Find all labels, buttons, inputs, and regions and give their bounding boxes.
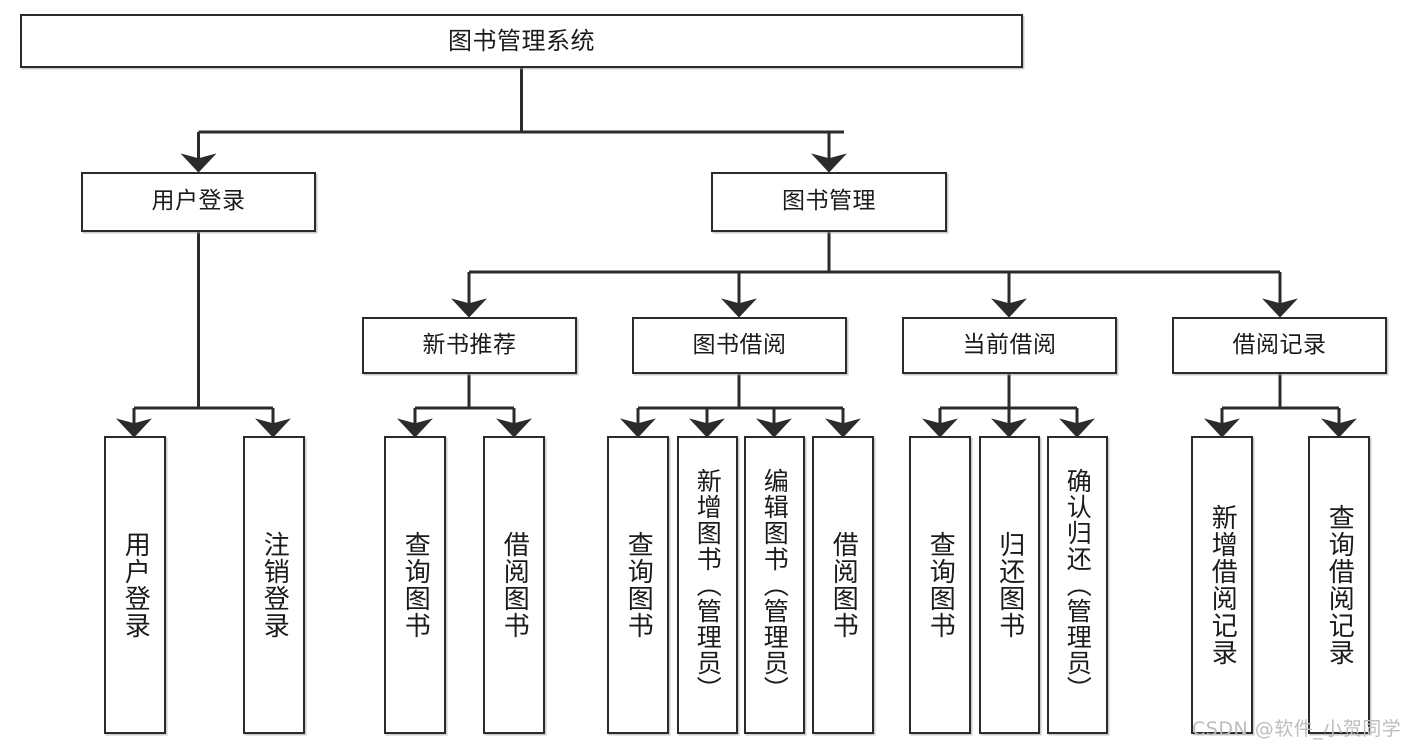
node-leaf-logout[interactable]: 注销登录 [243, 436, 305, 734]
node-label: 借阅图书 [828, 531, 859, 639]
node-label: 归还图书 [994, 531, 1025, 639]
node-leaf-user-login[interactable]: 用户登录 [104, 436, 166, 734]
node-leaf-query-book-3[interactable]: 查询图书 [909, 436, 971, 734]
node-label: 编辑图书（管理员） [760, 468, 790, 702]
node-user-login[interactable]: 用户登录 [81, 172, 316, 232]
node-label: 查询借阅记录 [1324, 504, 1355, 666]
node-root-system[interactable]: 图书管理系统 [20, 14, 1023, 68]
node-leaf-add-borrow-record[interactable]: 新增借阅记录 [1191, 436, 1253, 734]
node-leaf-query-book-2[interactable]: 查询图书 [607, 436, 669, 734]
node-label: 用户登录 [120, 531, 151, 639]
node-label: 新书推荐 [422, 331, 517, 358]
node-leaf-borrow-book-1[interactable]: 借阅图书 [483, 436, 545, 734]
node-new-book-recommend[interactable]: 新书推荐 [362, 317, 577, 374]
node-label: 用户登录 [151, 188, 246, 215]
node-label: 查询图书 [925, 531, 956, 639]
node-label: 当前借阅 [962, 331, 1057, 358]
node-book-borrow[interactable]: 图书借阅 [632, 317, 847, 374]
node-label: 新增图书（管理员） [693, 468, 723, 702]
node-leaf-edit-book-admin[interactable]: 编辑图书（管理员） [744, 436, 805, 734]
node-borrow-record[interactable]: 借阅记录 [1172, 317, 1387, 374]
node-leaf-add-book-admin[interactable]: 新增图书（管理员） [677, 436, 738, 734]
node-leaf-confirm-return-admin[interactable]: 确认归还（管理员） [1047, 436, 1108, 734]
node-label: 查询图书 [400, 531, 431, 639]
node-leaf-query-book-1[interactable]: 查询图书 [384, 436, 446, 734]
node-current-borrow[interactable]: 当前借阅 [902, 317, 1117, 374]
node-label: 图书借阅 [692, 331, 787, 358]
node-label: 图书管理系统 [448, 26, 595, 55]
node-book-management[interactable]: 图书管理 [711, 172, 947, 232]
node-label: 注销登录 [259, 531, 290, 639]
node-label: 查询图书 [623, 531, 654, 639]
node-leaf-borrow-book-2[interactable]: 借阅图书 [812, 436, 874, 734]
node-label: 借阅图书 [499, 531, 530, 639]
node-leaf-return-book[interactable]: 归还图书 [979, 436, 1040, 734]
csdn-watermark: CSDN @软件_小贺同学 [1192, 718, 1402, 740]
node-label: 新增借阅记录 [1207, 504, 1238, 666]
node-label: 借阅记录 [1232, 331, 1327, 358]
node-label: 图书管理 [782, 188, 876, 215]
node-leaf-query-borrow-record[interactable]: 查询借阅记录 [1308, 436, 1370, 734]
node-label: 确认归还（管理员） [1063, 468, 1093, 702]
